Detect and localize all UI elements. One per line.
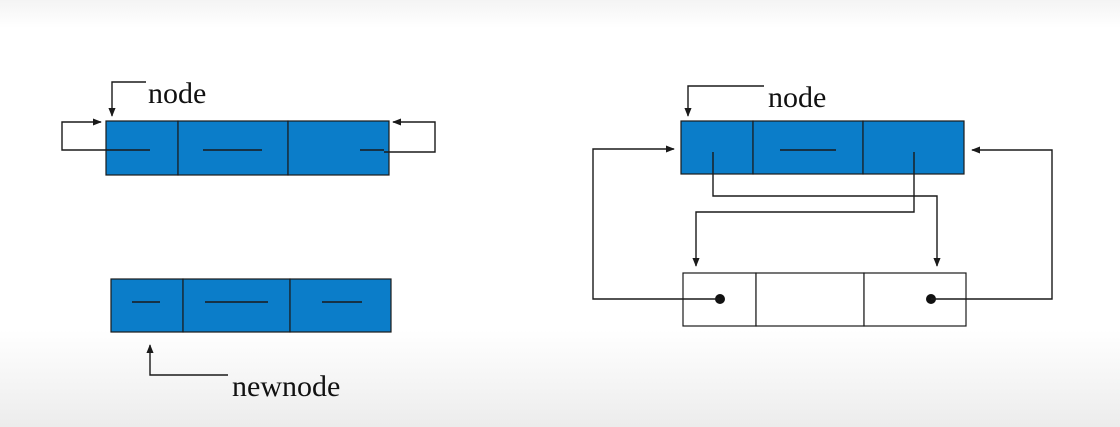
node-next-to-newnode-prev-arrow bbox=[692, 152, 915, 267]
newnode-prev-cell bbox=[110, 278, 184, 333]
node-left-data-cell bbox=[177, 120, 289, 176]
node-prev-to-newnode-next-arrow bbox=[712, 152, 941, 267]
node-right-data-cell bbox=[752, 120, 864, 175]
newnode-right-data-cell bbox=[755, 272, 865, 327]
newnode-next-cell bbox=[289, 278, 392, 333]
newnode-right bbox=[682, 272, 967, 327]
node-left-next-self-arrow bbox=[384, 118, 436, 153]
newnode-data-cell bbox=[182, 278, 291, 333]
newnode-left bbox=[110, 278, 392, 333]
newnode-next-to-node-arrow bbox=[931, 146, 1053, 300]
node-left-prev-cell bbox=[105, 120, 179, 176]
newnode-label: newnode bbox=[232, 370, 341, 403]
node-label-right: node bbox=[768, 81, 827, 114]
node-right bbox=[680, 120, 965, 175]
node-left bbox=[105, 120, 390, 176]
newnode-prev-to-node-arrow bbox=[592, 145, 720, 300]
node-label-left: node bbox=[148, 77, 207, 110]
node-right-prev-cell bbox=[680, 120, 754, 175]
node-right-label-pointer bbox=[684, 85, 764, 117]
node-left-label-pointer bbox=[108, 81, 146, 117]
newnode-label-pointer bbox=[146, 344, 228, 376]
node-left-prev-self-arrow bbox=[61, 118, 125, 151]
node-left-next-cell bbox=[287, 120, 390, 176]
